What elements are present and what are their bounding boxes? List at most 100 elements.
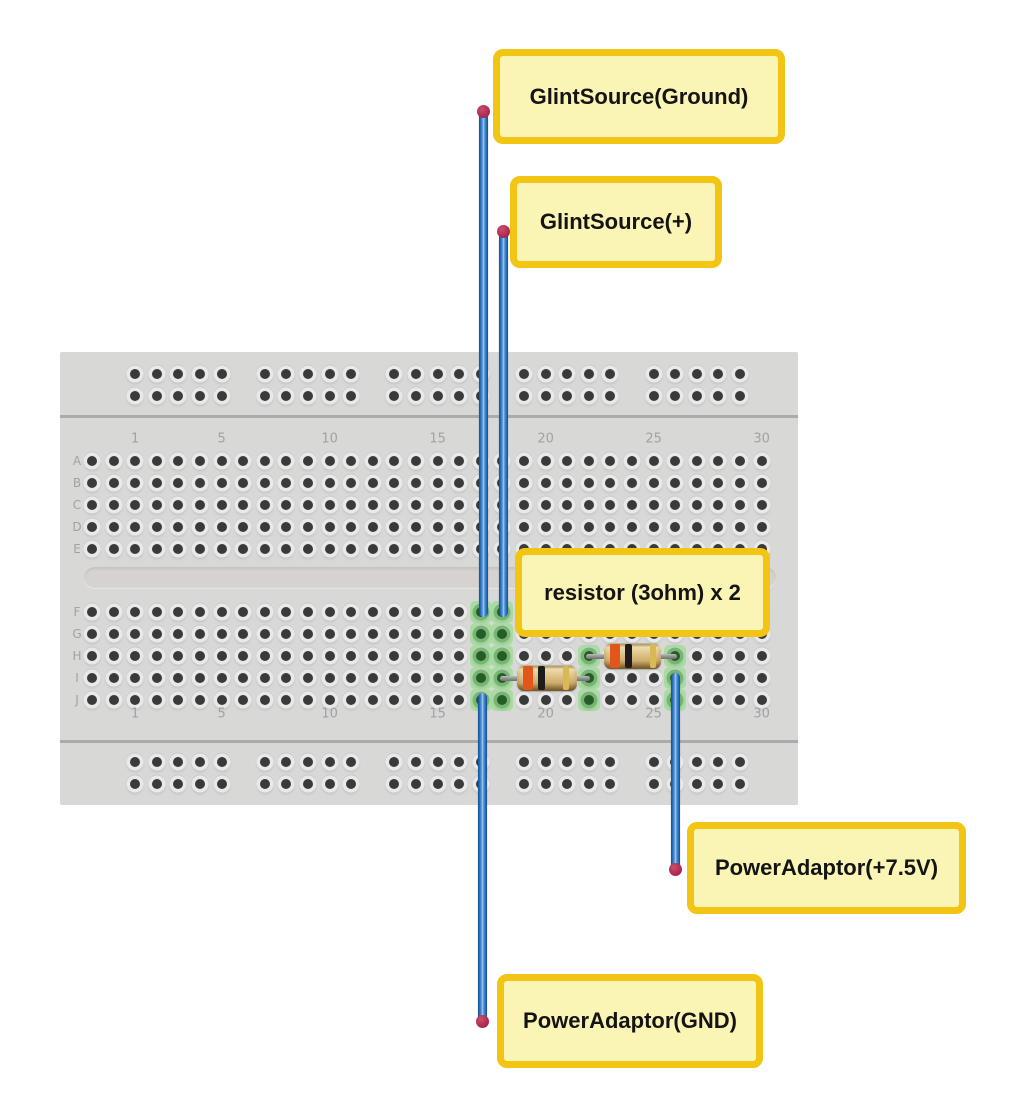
breadboard-hole	[519, 500, 529, 510]
breadboard-hole	[324, 544, 335, 554]
note-poweradaptor-plus[interactable]: PowerAdaptor(+7.5V)	[687, 822, 966, 914]
breadboard-hole	[432, 695, 443, 705]
row-letter-label: F	[73, 605, 81, 619]
breadboard-hole	[173, 673, 184, 683]
power-rail-hole	[195, 391, 205, 401]
breadboard-hole	[216, 673, 227, 683]
power-rail-hole	[648, 757, 659, 767]
breadboard-hole	[87, 522, 97, 532]
wire-poweradaptor-gnd-endpoint[interactable]	[475, 1014, 489, 1028]
breadboard-hole	[627, 456, 637, 466]
power-rail-hole	[281, 391, 292, 401]
breadboard-hole	[648, 478, 659, 488]
note-poweradaptor-gnd[interactable]: PowerAdaptor(GND)	[497, 974, 763, 1068]
breadboard-hole	[130, 478, 141, 488]
power-rail-hole	[303, 369, 313, 379]
resistor-1[interactable]	[517, 665, 577, 691]
breadboard-hole	[130, 522, 141, 532]
wire-glintsource-ground-endpoint[interactable]	[476, 104, 490, 118]
breadboard-hole	[562, 478, 573, 488]
breadboard-hole	[562, 522, 573, 532]
breadboard-hole	[670, 456, 681, 466]
breadboard-hole	[691, 500, 702, 510]
breadboard-hole	[108, 629, 119, 639]
row-letter-label: D	[72, 520, 82, 534]
breadboard-hole	[108, 522, 119, 532]
power-rail-hole	[389, 369, 400, 379]
breadboard-hole	[432, 456, 443, 466]
breadboard-hole	[389, 695, 400, 705]
power-rail-hole	[411, 779, 421, 789]
note-glintsource-ground[interactable]: GlintSource(Ground)	[493, 49, 785, 144]
breadboard-hole	[173, 629, 184, 639]
breadboard-hole	[411, 607, 421, 617]
wire-glintsource-plus-endpoint[interactable]	[496, 224, 510, 238]
breadboard-hole	[454, 478, 465, 488]
power-rail-hole	[346, 391, 357, 401]
resistor-2[interactable]	[604, 643, 661, 669]
resistor-2-lead-left	[586, 653, 608, 659]
breadboard-hole	[605, 695, 616, 705]
column-number-label: 20	[537, 706, 554, 722]
power-rail-hole	[691, 779, 702, 789]
rail-divider	[60, 740, 798, 743]
breadboard-hole	[195, 500, 205, 510]
breadboard-hole	[432, 607, 443, 617]
breadboard-hole	[411, 629, 421, 639]
note-resistor[interactable]: resistor (3ohm) x 2	[515, 548, 770, 637]
power-rail-hole	[519, 757, 529, 767]
breadboard-hole	[108, 695, 119, 705]
power-rail-hole	[605, 779, 616, 789]
breadboard-hole	[346, 544, 357, 554]
note-label: GlintSource(+)	[539, 209, 693, 234]
breadboard-hole	[238, 544, 249, 554]
breadboard-hole	[756, 673, 767, 683]
breadboard-hole	[367, 607, 378, 617]
wire-glintsource-ground[interactable]	[478, 107, 488, 617]
wire-poweradaptor-gnd[interactable]	[477, 693, 487, 1025]
row-letter-label: I	[75, 671, 79, 685]
breadboard-hole	[540, 500, 551, 510]
breadboard-hole	[346, 673, 357, 683]
breadboard-hole	[281, 456, 292, 466]
breadboard-hole	[411, 456, 421, 466]
power-rail-hole	[454, 391, 465, 401]
breadboard-hole	[173, 456, 184, 466]
breadboard-hole	[216, 544, 227, 554]
breadboard-hole	[756, 500, 767, 510]
note-glintsource-plus[interactable]: GlintSource(+)	[510, 176, 722, 268]
breadboard-hole	[432, 544, 443, 554]
breadboard-hole	[216, 629, 227, 639]
power-rail-hole	[303, 779, 313, 789]
breadboard-hole	[87, 478, 97, 488]
breadboard-hole	[324, 673, 335, 683]
power-rail-hole	[454, 779, 465, 789]
wire-poweradaptor-plus[interactable]	[670, 673, 680, 873]
power-rail-hole	[324, 757, 335, 767]
breadboard-hole	[735, 500, 745, 510]
breadboard-hole	[108, 478, 119, 488]
breadboard-hole	[756, 522, 767, 532]
resistor-color-band	[650, 644, 656, 668]
power-rail-hole	[151, 369, 162, 379]
power-rail-hole	[519, 369, 529, 379]
power-rail-hole	[324, 779, 335, 789]
breadboard-hole	[281, 651, 292, 661]
resistor-color-band	[538, 666, 545, 690]
breadboard-hole	[540, 478, 551, 488]
breadboard-hole	[303, 522, 313, 532]
power-rail-hole	[562, 757, 573, 767]
wire-glintsource-plus[interactable]	[498, 227, 508, 617]
breadboard-hole	[130, 456, 141, 466]
power-rail-hole	[540, 369, 551, 379]
column-number-label: 5	[217, 431, 226, 447]
breadboard-hole	[432, 673, 443, 683]
breadboard-hole	[389, 478, 400, 488]
column-number-label: 10	[321, 431, 338, 447]
power-rail-hole	[691, 391, 702, 401]
power-rail-hole	[281, 757, 292, 767]
breadboard-hole	[411, 544, 421, 554]
breadboard-hole	[195, 651, 205, 661]
row-letter-label: C	[72, 498, 82, 512]
wire-poweradaptor-plus-endpoint[interactable]	[668, 862, 682, 876]
